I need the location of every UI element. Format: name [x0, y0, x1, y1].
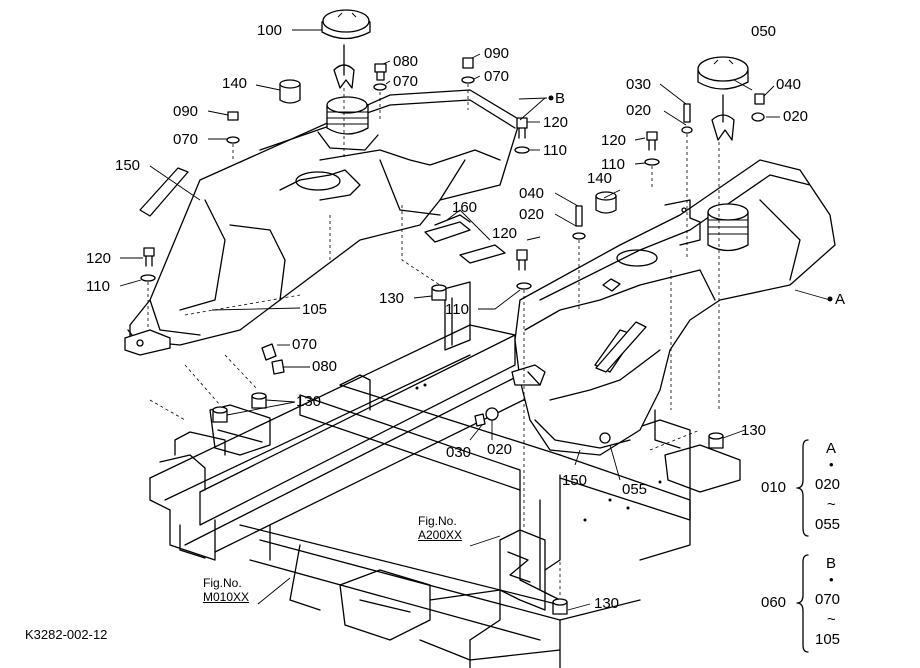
part-label-020: 020: [783, 108, 809, 125]
part-label-050: 050: [751, 23, 777, 40]
right-fuel-tank: [511, 159, 836, 456]
fig-ref-a200xx[interactable]: Fig.No. A200XX: [418, 514, 463, 543]
part-label-110: 110: [86, 278, 110, 295]
part-label-140: 140: [222, 75, 248, 92]
part-label-120: 120: [543, 114, 569, 131]
part-label-110: 110: [445, 301, 469, 318]
fig-ref-label: Fig.No.: [203, 576, 242, 590]
part-label-120: 120: [601, 132, 627, 149]
part-label-090: 090: [173, 103, 199, 120]
fig-ref-number: A200XX: [418, 527, 463, 542]
part-label-130: 130: [296, 393, 322, 410]
part-label-150: 150: [562, 472, 588, 489]
group-top-ref: A: [826, 440, 837, 457]
chassis-frame: [149, 281, 741, 668]
part-label-040: 040: [519, 185, 545, 202]
part-label-120: 120: [492, 225, 518, 242]
part-label-110: 110: [601, 156, 625, 173]
part-label-080: 080: [312, 358, 338, 375]
fig-ref-number: M010XX: [203, 589, 250, 604]
group-range-tilde: ~: [827, 496, 836, 513]
group-range-tilde: ~: [827, 611, 836, 628]
part-label-090: 090: [484, 45, 510, 62]
group-dot: •: [829, 572, 834, 587]
group-brackets: [796, 439, 809, 653]
leader-lines: [119, 29, 833, 611]
group-range-start: 020: [815, 476, 841, 493]
fig-ref-label: Fig.No.: [418, 514, 457, 528]
part-label-150: 150: [115, 157, 141, 174]
part-label-110: 110: [543, 142, 567, 159]
part-label-030: 030: [446, 444, 472, 461]
part-label-070: 070: [484, 68, 510, 85]
part-label-080: 080: [393, 53, 419, 70]
group-dot: •: [829, 457, 834, 472]
part-label-120: 120: [86, 250, 112, 267]
part-label-030: 030: [626, 76, 652, 93]
fig-ref-m010xx[interactable]: Fig.No. M010XX: [203, 576, 250, 605]
part-label-070: 070: [292, 336, 318, 353]
part-label-160: 160: [452, 199, 478, 216]
group-part-number: 060: [761, 594, 787, 611]
part-label-105: 105: [302, 301, 328, 318]
group-top-ref: B: [826, 555, 837, 572]
part-label-040: 040: [776, 76, 802, 93]
part-label-070: 070: [173, 131, 199, 148]
part-label-A: A: [835, 291, 846, 308]
part-label-130: 130: [594, 595, 620, 612]
group-range-end: 055: [815, 516, 841, 533]
part-label-130: 130: [741, 422, 767, 439]
part-label-130: 130: [379, 290, 405, 307]
group-part-number: 010: [761, 479, 787, 496]
part-label-020: 020: [626, 102, 652, 119]
part-label-100: 100: [257, 22, 283, 39]
group-range-start: 070: [815, 591, 841, 608]
part-label-070: 070: [393, 73, 419, 90]
part-label-B: B: [555, 90, 566, 107]
drawing-id: K3282-002-12: [25, 627, 108, 642]
part-label-055: 055: [622, 481, 648, 498]
left-fuel-tank: [124, 89, 521, 356]
loose-parts: [139, 9, 765, 615]
part-label-020: 020: [519, 206, 545, 223]
group-range-end: 105: [815, 631, 841, 648]
part-label-140: 140: [587, 170, 613, 187]
part-label-020: 020: [487, 441, 513, 458]
